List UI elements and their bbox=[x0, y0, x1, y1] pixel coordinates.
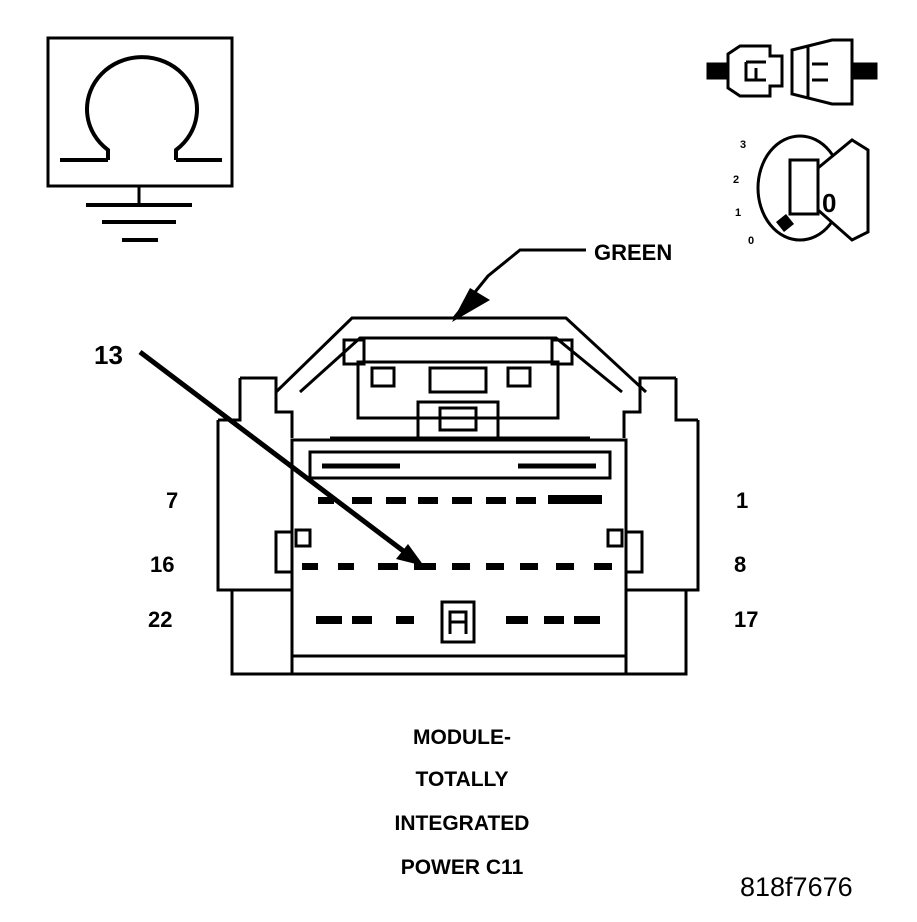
connector-color-label: GREEN bbox=[594, 240, 672, 265]
green-callout-leader bbox=[452, 248, 586, 322]
cavity-row-2 bbox=[302, 563, 612, 570]
ignition-key-label: 0 bbox=[822, 188, 836, 218]
cavity-row-1 bbox=[318, 495, 602, 504]
ignition-position-2: 2 bbox=[733, 174, 739, 186]
ignition-position-1: 1 bbox=[735, 207, 741, 219]
figure-id: 818f7676 bbox=[740, 872, 853, 902]
connector-body bbox=[216, 316, 700, 676]
pin-13-callout-label: 13 bbox=[94, 340, 123, 370]
ignition-position-3: 3 bbox=[740, 139, 746, 151]
pin-label-16: 16 bbox=[150, 552, 174, 577]
pin-label-7: 7 bbox=[166, 488, 178, 513]
caption-line-1: MODULE- bbox=[413, 726, 511, 749]
pin-label-17: 17 bbox=[734, 607, 758, 632]
pin-13-callout-leader bbox=[138, 350, 424, 566]
pin-label-8: 8 bbox=[734, 552, 746, 577]
cavity-row-3 bbox=[316, 616, 600, 624]
caption-line-4: POWER C11 bbox=[401, 856, 524, 879]
ignition-key-off-icon: 3 2 1 0 0 bbox=[733, 134, 870, 247]
caption-line-2: TOTALLY bbox=[416, 768, 509, 791]
module-caption: MODULE- TOTALLY INTEGRATED POWER C11 bbox=[395, 726, 530, 879]
polarizing-key bbox=[440, 600, 476, 644]
disconnected-connector-icon bbox=[706, 38, 878, 106]
ohmmeter-ground-icon bbox=[46, 36, 234, 242]
ignition-position-0: 0 bbox=[748, 235, 754, 247]
caption-line-3: INTEGRATED bbox=[395, 812, 530, 835]
pin-label-22: 22 bbox=[148, 607, 172, 632]
pin-label-1: 1 bbox=[736, 488, 748, 513]
